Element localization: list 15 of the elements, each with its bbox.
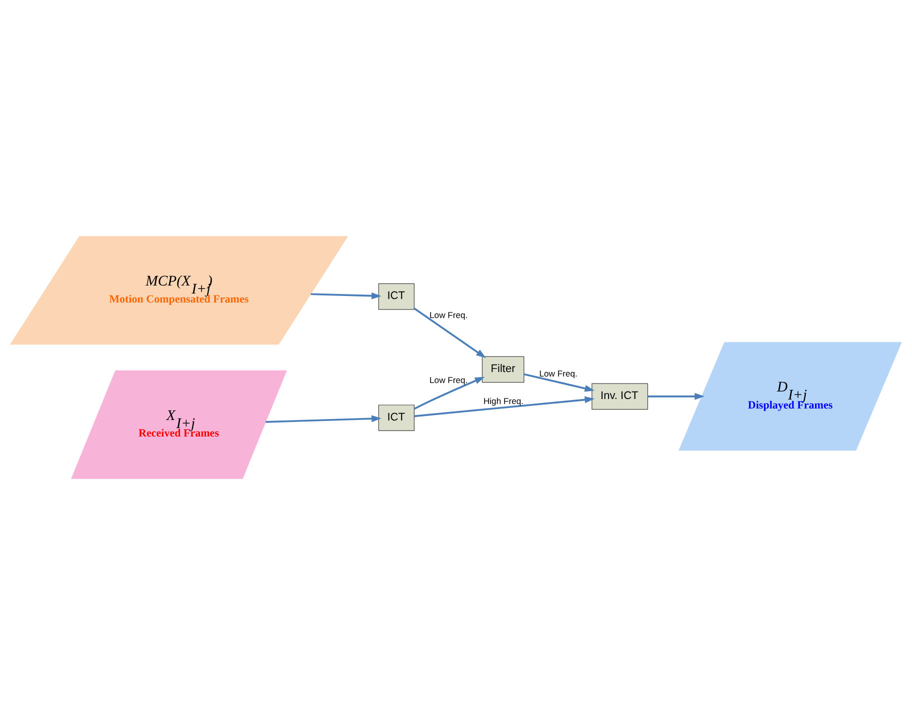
arrow [414,396,595,417]
node-box: Inv. ICT [592,382,648,410]
edge-label: Low Freq. [539,368,578,378]
edge-label: Low Freq. [430,310,468,320]
node-box: ICT [378,404,415,431]
edge-label: Low Freq. [430,374,468,385]
edge-label: High Freq. [483,395,524,406]
arrow [266,414,382,422]
arrow [414,376,485,410]
arrow [310,292,382,299]
arrow [524,372,595,392]
arrow [414,307,486,358]
node-box: Filter [482,356,524,382]
node-box: ICT [378,282,415,310]
arrow [648,392,704,400]
